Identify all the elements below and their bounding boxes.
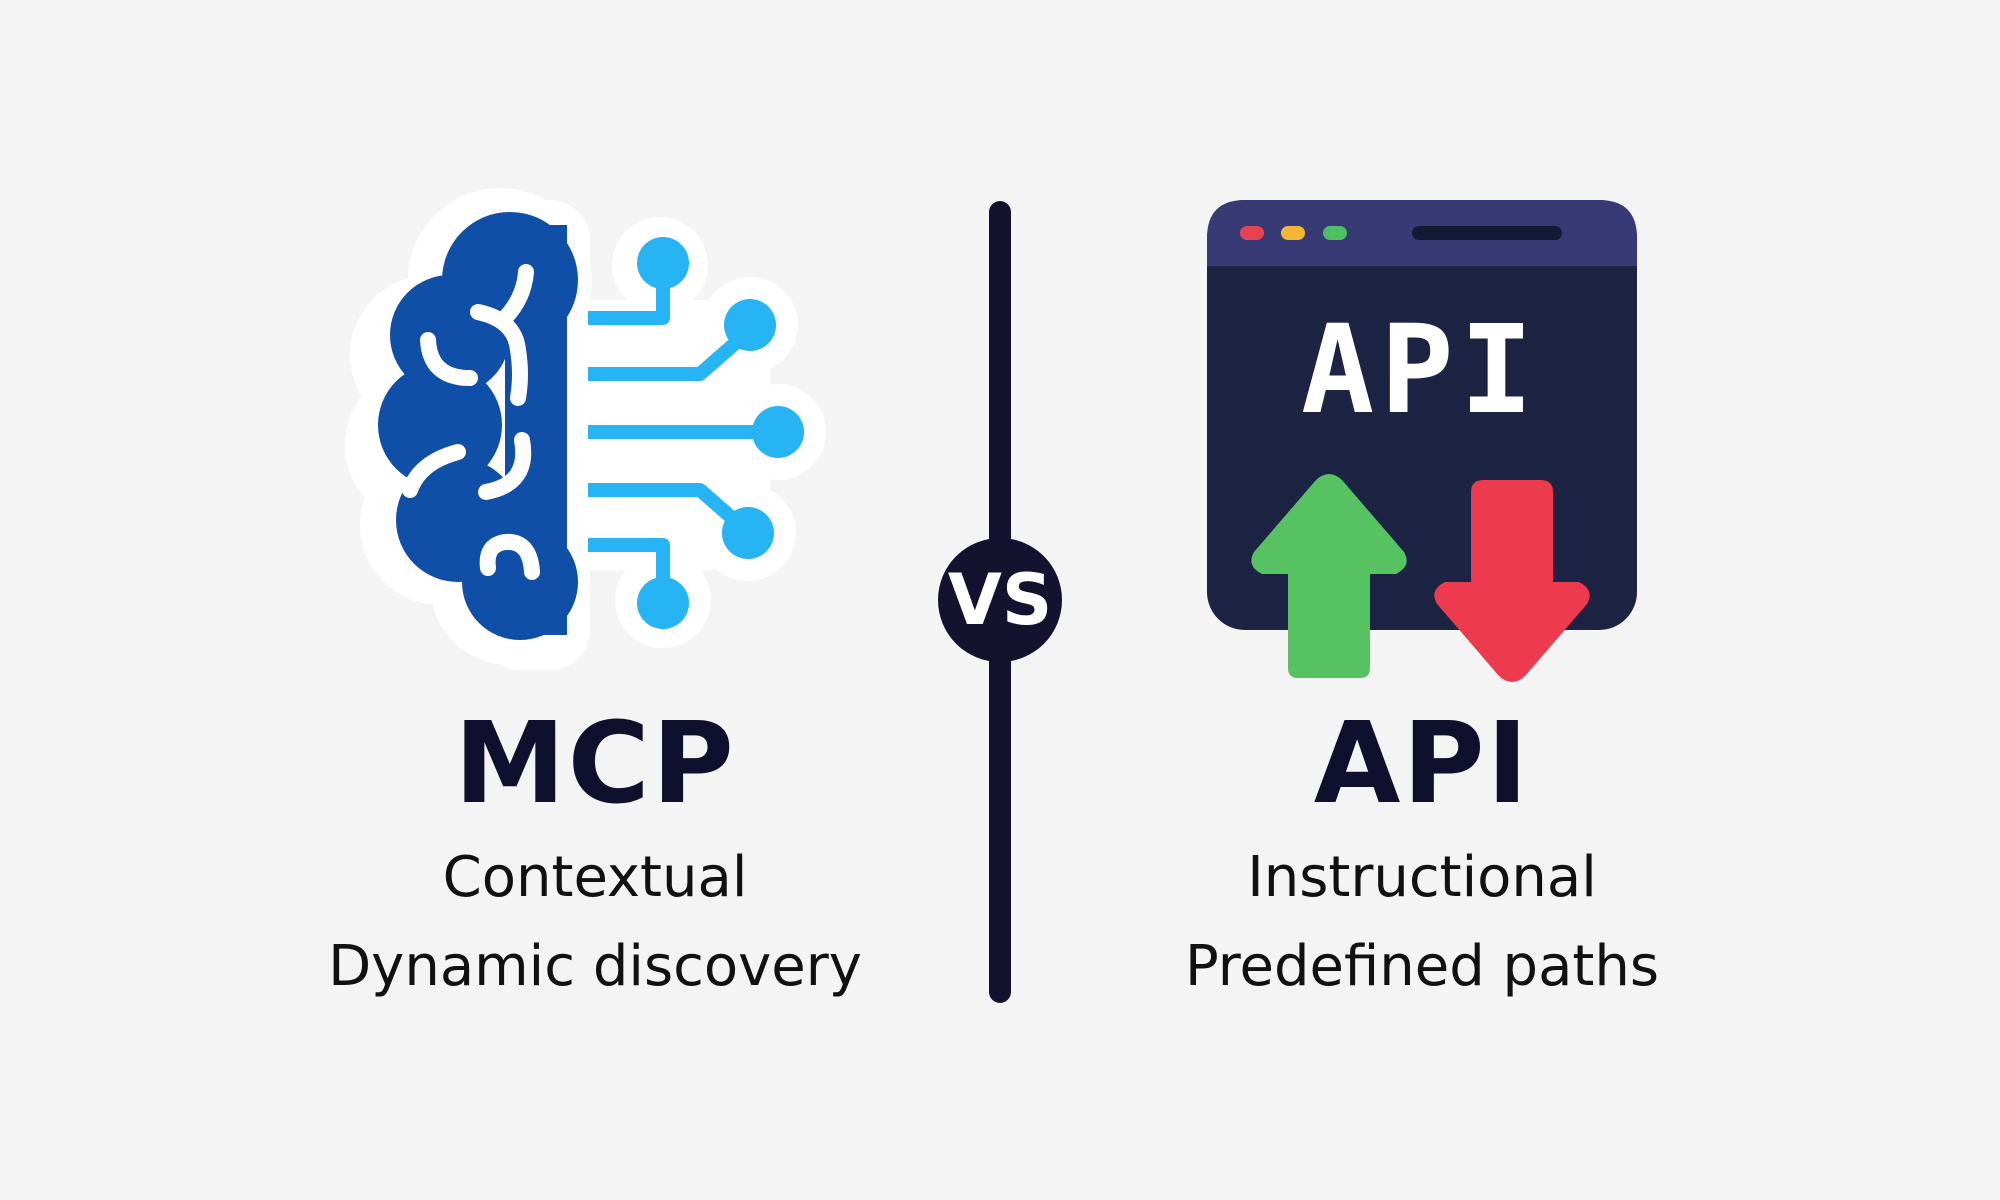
api-window-icon: API (1207, 200, 1637, 682)
window-dot-red (1240, 226, 1264, 240)
mcp-line-2: Dynamic discovery (328, 934, 862, 999)
api-line-2: Predefined paths (1184, 934, 1660, 999)
window-address-bar (1412, 226, 1562, 240)
api-title: API (1313, 699, 1531, 829)
api-line-1: Instructional (1247, 845, 1597, 910)
download-arrow-icon (1434, 480, 1590, 682)
mcp-line-1: Contextual (442, 845, 748, 910)
window-dot-yellow (1281, 226, 1305, 240)
window-dot-green (1323, 226, 1347, 240)
vs-badge (938, 538, 1062, 662)
mcp-title: MCP (454, 699, 736, 829)
vs-badge-text: VS (948, 559, 1053, 641)
window-api-label: API (1301, 299, 1539, 441)
circuit-nodes (637, 237, 804, 629)
brain-circuit-icon (345, 188, 826, 670)
brain-folds (402, 264, 540, 580)
upload-arrow-icon (1251, 474, 1407, 678)
